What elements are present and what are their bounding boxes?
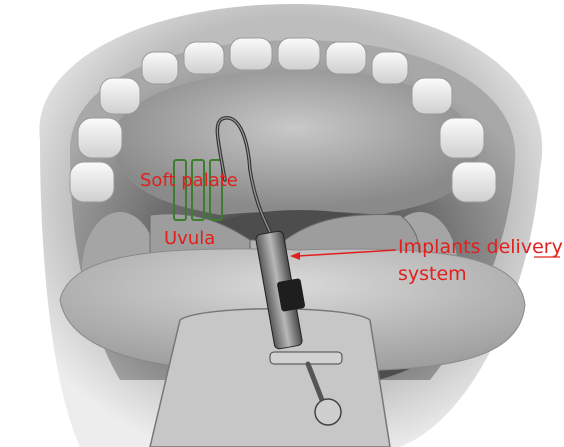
soft-palate-label: Soft palate (140, 172, 238, 190)
delivery-grip (277, 278, 306, 312)
delivery-system-label: Implants delivery system (398, 234, 564, 288)
tongue-depressor (150, 309, 390, 447)
plunger-knob (315, 399, 341, 425)
uvula-label: Uvula (164, 230, 215, 248)
plunger-flange (270, 352, 342, 364)
